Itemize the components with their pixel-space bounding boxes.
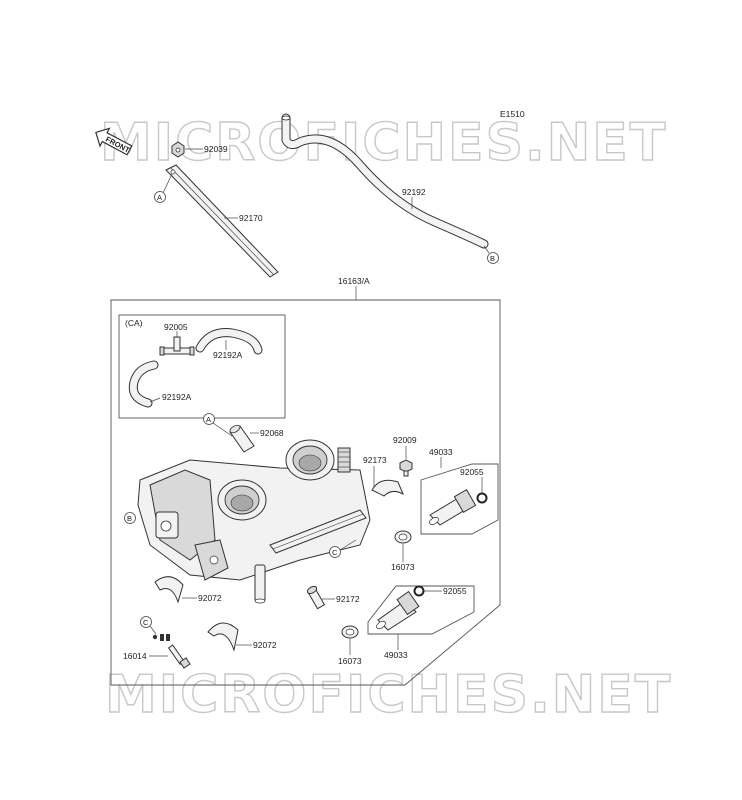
ref-b1: B [490,254,495,263]
label-92173: 92173 [363,455,387,465]
injector-49033-top [429,489,477,526]
label-92192: 92192 [402,187,426,197]
label-92055-top: 92055 [460,467,484,477]
ref-marker-c2 [140,616,152,628]
watermark-bottom: MICROFICHES.NET [105,665,672,725]
label-92170: 92170 [239,213,263,223]
bracket-92173 [371,479,405,497]
label-92072-left: 92072 [198,593,222,603]
ref-c1: C [332,548,338,557]
label-92172: 92172 [336,594,360,604]
screw-kit-16014 [152,634,191,669]
ref-a2: A [206,415,211,424]
seal-16073-bottom [341,625,359,639]
ref-b2: B [127,514,132,523]
clamp-92072-right [207,622,239,652]
o-ring-92055-bottom [413,585,425,597]
ref-marker-c1 [329,546,341,558]
throttle-body [137,439,371,604]
label-92009: 92009 [393,435,417,445]
screw-92172 [306,585,326,610]
ref-marker-b2 [124,512,136,524]
o-ring-92055-top [476,492,488,504]
injector-49033-bottom [376,590,420,631]
clamp-92072-left [154,576,184,604]
label-92192a-bottom: 92192A [162,392,192,402]
ca-box [118,314,286,419]
ref-marker-a2 [203,413,215,425]
diagram-code: E1510 [500,109,525,119]
label-92192a-top: 92192A [213,350,243,360]
cap-92068 [229,424,255,453]
injector-box-top [420,463,499,535]
label-92005: 92005 [164,322,188,332]
nut-92039 [171,141,185,158]
tee-92005 [159,336,195,356]
ref-marker-a1 [154,191,166,203]
assembly-label: 16163/A [338,276,370,286]
injector-box-bottom [367,585,475,635]
assembly-box [110,299,501,686]
strap-92170 [165,164,279,278]
ref-c2: C [143,618,149,627]
label-92039: 92039 [204,144,228,154]
screw-92009 [399,459,413,477]
label-16073-right: 16073 [391,562,415,572]
label-92072-right: 92072 [253,640,277,650]
ref-marker-b1 [487,252,499,264]
label-16014: 16014 [123,651,147,661]
ref-a1: A [157,193,162,202]
ca-label: (CA) [125,318,143,328]
label-92055-bottom: 92055 [443,586,467,596]
watermark-top: MICROFICHES.NET [100,113,667,173]
label-49033-bottom: 49033 [384,650,408,660]
hose-92192 [281,113,489,249]
label-92068: 92068 [260,428,284,438]
label-49033-top: 49033 [429,447,453,457]
label-16073-bottom: 16073 [338,656,362,666]
seal-16073-right [394,530,412,544]
